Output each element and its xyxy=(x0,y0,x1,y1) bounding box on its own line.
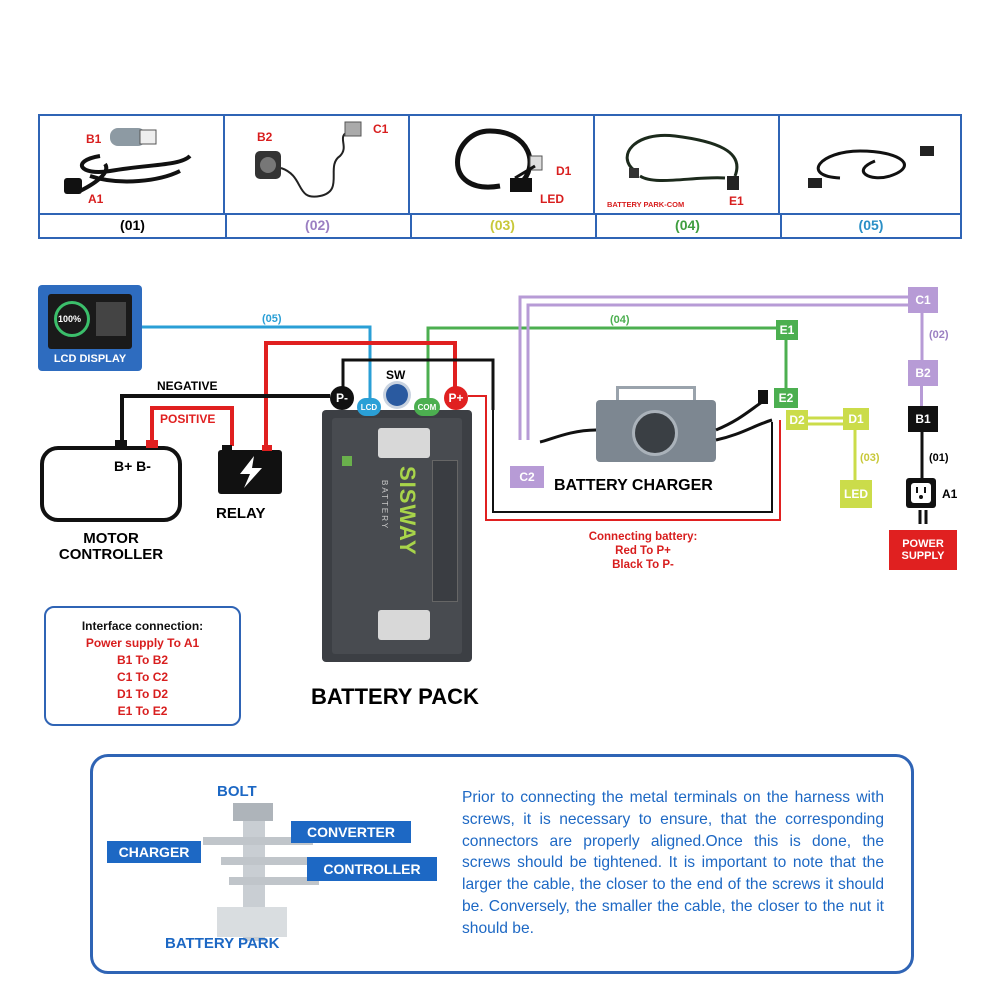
battery-brand: SISWAY xyxy=(395,466,420,556)
interface-line-1: Power supply To A1 xyxy=(85,636,200,650)
interface-line-2: B1 To B2 xyxy=(116,653,169,667)
cable-02-end-c1: C1 xyxy=(373,122,389,136)
instruction-paragraph: Prior to connecting the metal terminals … xyxy=(462,789,884,937)
port-p-minus: P- xyxy=(330,386,354,410)
lcd-display-unit: 100% LCD DISPLAY xyxy=(38,285,142,371)
cable-cell-04: BATTERY PARK-COM E1 xyxy=(595,116,780,213)
bolt-label: BOLT xyxy=(217,783,257,800)
battery-park-label: BATTERY PARK xyxy=(165,935,280,952)
wire-label-01: (01) xyxy=(929,452,949,464)
connector-e1: E1 xyxy=(776,320,798,340)
cable-num-02: (02) xyxy=(305,217,330,233)
converter-label: CONVERTER xyxy=(291,821,411,843)
port-p-plus: P+ xyxy=(444,386,468,410)
cable-04-end-com: BATTERY PARK-COM xyxy=(607,200,685,209)
outlet-icon xyxy=(906,478,936,508)
wire-label-03: (03) xyxy=(860,452,880,464)
charger-label: CHARGER xyxy=(107,841,201,863)
connector-b1: B1 xyxy=(908,406,938,432)
battery-charger-body xyxy=(596,386,716,462)
cable-03-end-d1: D1 xyxy=(556,164,572,178)
connector-d1: D1 xyxy=(843,408,869,430)
connector-b2: B2 xyxy=(908,360,938,386)
battery-terminal-bottom xyxy=(378,610,430,640)
connector-d2: D2 xyxy=(786,410,808,430)
bolt-illustration xyxy=(203,803,321,941)
lcd-screen-value: 100% xyxy=(58,314,82,324)
cable-03-end-led: LED xyxy=(540,192,564,206)
negative-label: NEGATIVE xyxy=(157,379,218,393)
charger-cables xyxy=(539,390,773,444)
connector-a1-label: A1 xyxy=(942,487,958,501)
port-com: COM xyxy=(414,398,440,416)
cable-05-illustration xyxy=(808,146,934,188)
battery-pack-label: BATTERY PACK xyxy=(311,684,479,709)
lcd-screen: 100% xyxy=(48,294,132,349)
connecting-note-line-1: Connecting battery: xyxy=(588,531,698,543)
connecting-note-line-2: Red To P+ xyxy=(615,545,671,557)
led-box: LED xyxy=(840,480,872,508)
cable-cell-05 xyxy=(780,116,962,213)
fan-icon xyxy=(632,410,678,456)
cable-04-end-e1: E1 xyxy=(729,194,744,208)
interface-title: Interface connection: xyxy=(81,619,204,633)
cable-01-end-a1: A1 xyxy=(88,192,104,206)
wire-label-04: (04) xyxy=(610,314,630,326)
switch-label: SW xyxy=(386,368,406,382)
port-lcd: LCD xyxy=(357,398,381,416)
battery-charger-label: BATTERY CHARGER xyxy=(554,477,713,494)
cable-num-03: (03) xyxy=(490,217,515,233)
relay-box xyxy=(218,450,282,494)
positive-label: POSITIVE xyxy=(160,412,216,426)
cable-02-illustration xyxy=(255,121,362,198)
cable-cell-03: D1 LED xyxy=(410,116,595,213)
connector-c2: C2 xyxy=(510,466,544,488)
cable-03-illustration xyxy=(455,128,543,192)
bolt-instruction-panel: BOLT CONVERTER CHARGER CONTROLLER BATTER… xyxy=(90,754,914,974)
relay-label: RELAY xyxy=(216,505,266,522)
battery-pack-body: SISWAY BATTERY xyxy=(322,410,472,662)
cable-num-04: (04) xyxy=(675,217,700,233)
cable-num-05: (05) xyxy=(858,217,884,233)
cable-cell-02: B2 C1 xyxy=(225,116,410,213)
connector-e2: E2 xyxy=(774,388,798,408)
wiring-lines xyxy=(120,295,928,524)
wire-label-02: (02) xyxy=(929,329,949,341)
controller-label: CONTROLLER xyxy=(307,857,437,881)
battery-terminal-top xyxy=(378,428,430,458)
connecting-note-line-3: Black To P- xyxy=(612,559,674,571)
connecting-note: Connecting battery: Red To P+ Black To P… xyxy=(573,530,713,572)
interface-line-3: C1 To C2 xyxy=(116,670,169,684)
cable-number-row: (01) (02) (03) (04) (05) xyxy=(40,213,960,239)
cable-table: B1 A1 B2 C1 D1 LED xyxy=(38,114,962,239)
cable-01-end-b1: B1 xyxy=(86,132,102,146)
lightning-icon xyxy=(240,456,262,488)
power-supply-box: POWER SUPPLY xyxy=(889,530,957,570)
battery-sub: BATTERY xyxy=(380,480,389,531)
interface-connection-box: Interface connection: Power supply To A1… xyxy=(44,606,241,726)
cable-04-illustration xyxy=(625,133,739,190)
power-switch-icon xyxy=(386,384,408,406)
cable-num-01: (01) xyxy=(120,217,145,233)
cable-01-illustration xyxy=(64,128,192,194)
wire-label-05: (05) xyxy=(262,313,282,325)
cable-02-end-b2: B2 xyxy=(257,130,273,144)
motor-controller-box: B+ B- xyxy=(40,446,182,522)
cable-cell-01: B1 A1 xyxy=(40,116,225,213)
connector-c1: C1 xyxy=(908,287,938,313)
interface-line-5: E1 To E2 xyxy=(117,704,168,718)
motor-controller-terminals: B+ B- xyxy=(114,458,151,474)
lcd-display-label: LCD DISPLAY xyxy=(53,353,127,365)
motor-controller-label: MOTOR CONTROLLER xyxy=(58,530,164,563)
interface-line-4: D1 To D2 xyxy=(116,687,169,701)
